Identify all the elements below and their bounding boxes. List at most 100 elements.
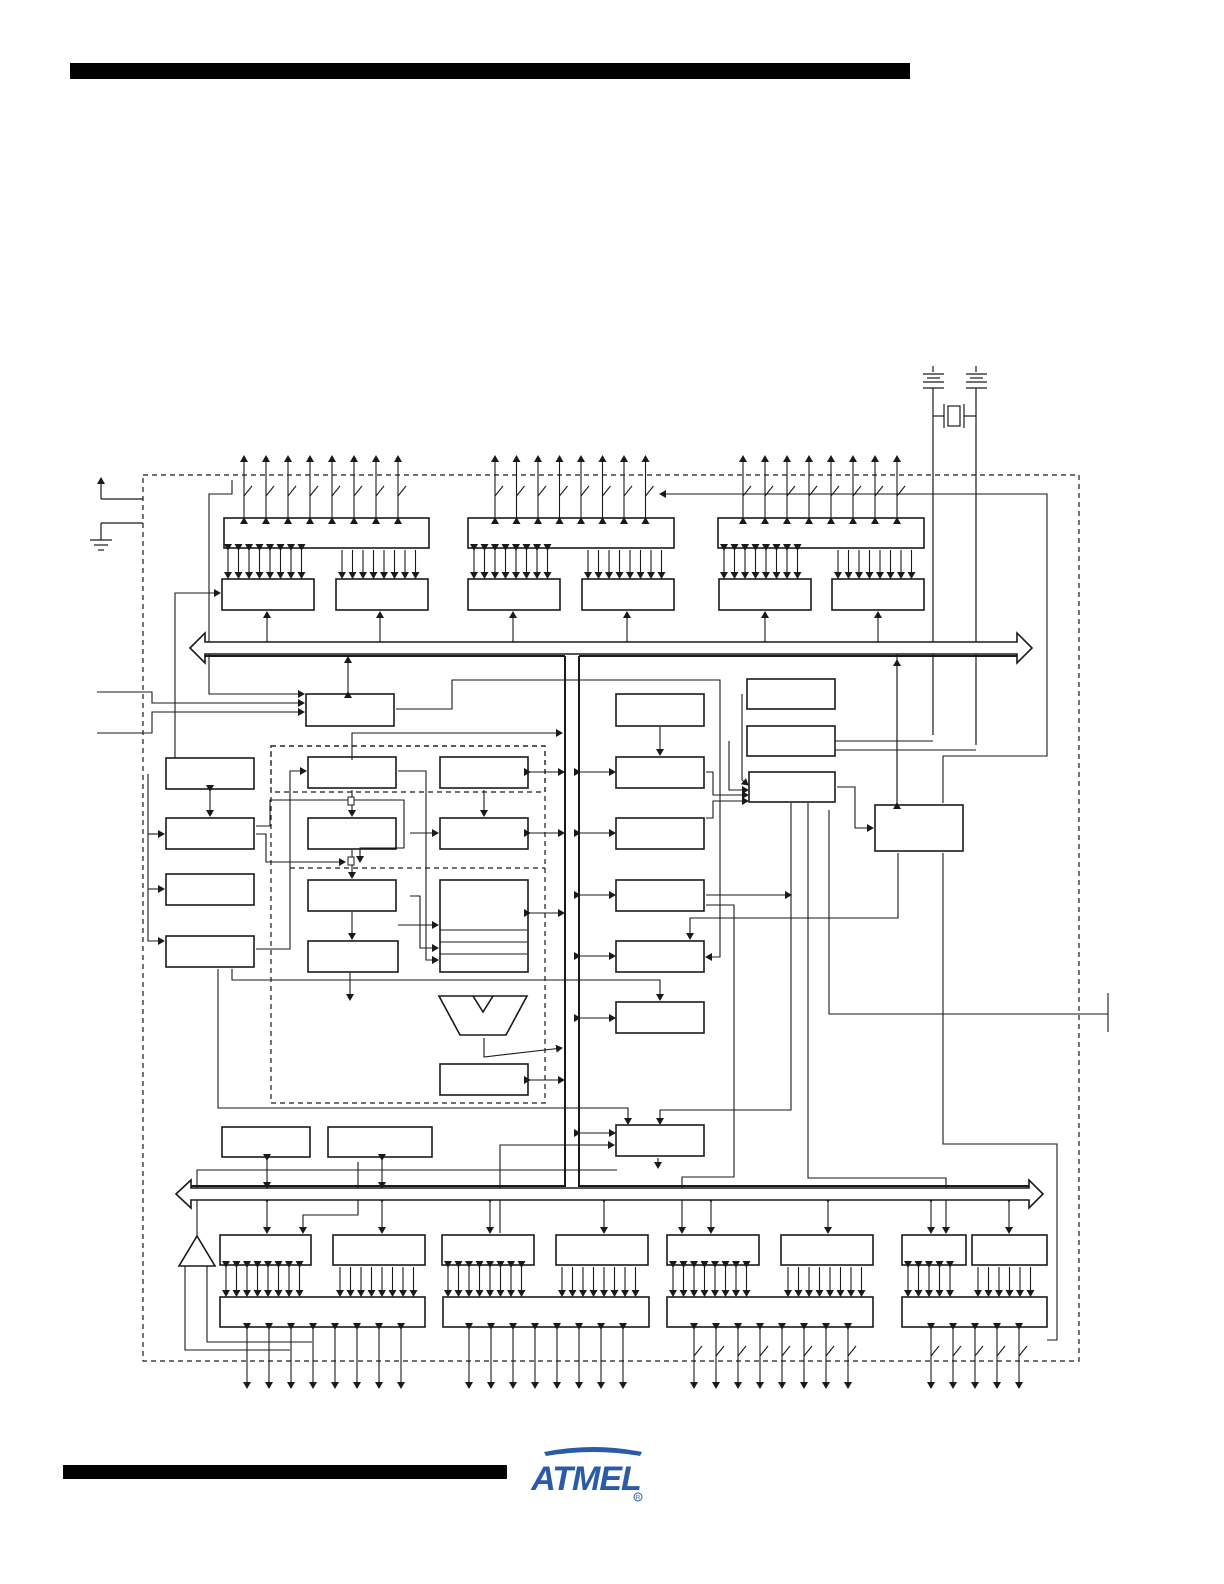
pin-tap — [847, 1345, 857, 1357]
pin-tap — [645, 485, 654, 497]
chip-boundary — [142, 474, 1080, 1362]
pin-tap — [287, 485, 297, 497]
function-block-37 — [332, 1234, 426, 1266]
control-line — [147, 774, 165, 945]
comparator-line — [184, 1266, 290, 1351]
function-block-22 — [307, 817, 397, 850]
io-pins — [222, 455, 1035, 1389]
function-block-13 — [746, 725, 836, 757]
control-line — [837, 786, 874, 832]
function-block-46 — [666, 1296, 874, 1328]
pin-tap — [996, 1345, 1006, 1357]
footer-rule — [63, 1465, 507, 1479]
pin-tap — [353, 485, 363, 497]
control-line — [499, 1141, 615, 1233]
function-block-17 — [165, 817, 255, 850]
pin-tap — [974, 1345, 984, 1357]
function-block-44 — [219, 1296, 426, 1328]
pin-tap — [759, 1345, 769, 1357]
pin-tap — [537, 485, 547, 497]
function-block-34 — [221, 1126, 311, 1158]
function-block-32 — [615, 1001, 705, 1034]
function-block-25 — [307, 940, 399, 973]
control-line — [410, 895, 439, 952]
pin-tap — [580, 485, 590, 497]
function-block-23 — [439, 817, 529, 850]
control-line — [740, 694, 749, 786]
pin-tap — [559, 485, 568, 497]
function-block-39 — [555, 1234, 649, 1266]
control-line — [351, 729, 563, 760]
register-file-rows — [440, 929, 527, 955]
comparator-line — [196, 1169, 617, 1236]
atmel-logo: ATMEL R — [530, 1447, 643, 1502]
power-pins — [90, 477, 143, 551]
control-line — [174, 589, 221, 758]
pin-tap — [243, 485, 253, 497]
control-line — [256, 833, 346, 866]
function-block-2 — [467, 517, 675, 549]
pin-tap — [494, 485, 504, 497]
reset-line — [828, 810, 1108, 1015]
pin-tap — [825, 1345, 835, 1357]
control-line — [659, 490, 1048, 803]
pin-tap — [602, 485, 611, 497]
pin-tap — [764, 485, 774, 497]
pin-tap — [852, 485, 862, 497]
svg-text:R: R — [636, 1496, 641, 1502]
svg-text:ATMEL: ATMEL — [530, 1460, 641, 1498]
pin-tap — [874, 485, 884, 497]
function-block-47 — [901, 1296, 1048, 1328]
pin-tap — [623, 485, 633, 497]
control-line — [807, 803, 950, 1234]
pin-tap — [397, 485, 407, 497]
top-data-bus — [188, 631, 1034, 665]
control-line — [208, 610, 305, 698]
function-block-31 — [615, 940, 705, 973]
control-line — [256, 767, 307, 950]
function-blocks — [165, 517, 1048, 1328]
function-block-41 — [780, 1234, 874, 1266]
internal-vertical-bus — [191, 655, 1029, 1187]
control-line — [706, 797, 749, 819]
pin-tap — [715, 1345, 725, 1357]
pin-tap — [331, 485, 341, 497]
function-block-42 — [901, 1234, 967, 1266]
function-block-3 — [717, 517, 925, 549]
function-block-6 — [467, 578, 561, 611]
function-block-18 — [165, 873, 255, 906]
control-line — [398, 770, 439, 964]
function-block-15 — [874, 804, 964, 852]
function-block-45 — [442, 1296, 650, 1328]
comparator-line — [206, 1266, 312, 1343]
pin-tap — [930, 1345, 940, 1357]
pin-tap — [265, 485, 275, 497]
function-block-33 — [615, 1124, 705, 1157]
pin-tap — [309, 485, 319, 497]
function-block-35 — [327, 1126, 433, 1158]
analog-comparator-symbol — [177, 1234, 217, 1267]
ext-input-1 — [97, 691, 305, 707]
function-block-27 — [439, 1063, 529, 1096]
function-block-16 — [165, 757, 255, 790]
pin-tap — [786, 485, 796, 497]
function-block-12 — [746, 678, 836, 710]
pin-tap — [1018, 1345, 1028, 1357]
control-line — [728, 741, 749, 794]
ext-input-2 — [97, 708, 305, 734]
function-block-20 — [307, 756, 397, 789]
control-line — [686, 853, 899, 940]
pin-tap — [952, 1345, 962, 1357]
function-block-8 — [718, 578, 812, 611]
function-block-30 — [615, 879, 705, 912]
control-line — [396, 679, 721, 961]
control-line — [256, 799, 405, 863]
control-line — [706, 771, 749, 799]
control-line — [231, 969, 664, 1001]
function-block-9 — [831, 578, 925, 611]
header-rule — [70, 63, 910, 79]
function-block-36 — [219, 1234, 312, 1266]
function-block-28 — [615, 756, 705, 789]
function-block-4 — [221, 578, 315, 611]
